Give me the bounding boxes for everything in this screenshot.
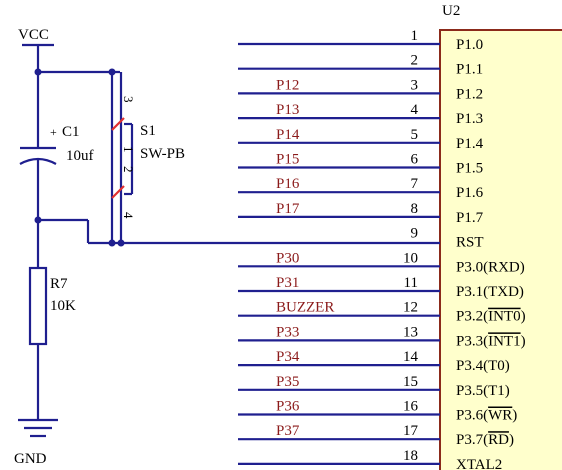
net-label: P12 (276, 77, 299, 93)
pin-number: 9 (411, 226, 419, 242)
net-label: P33 (276, 324, 299, 340)
net-label: P13 (276, 102, 299, 118)
pin-name: RST (456, 235, 484, 251)
capacitor-c1: + C1 10uf (19, 124, 94, 165)
switch-s1: 3 1 2 4 S1 SW-PB (108, 68, 185, 247)
pin-name: P3.5(T1) (456, 383, 510, 399)
ground-symbol: GND (14, 418, 58, 467)
resistor-r7: R7 10K (28, 266, 76, 346)
resistor-value: 10K (50, 298, 76, 314)
pin-number: 14 (403, 349, 419, 365)
switch-ref: S1 (140, 123, 156, 139)
net-label: P16 (276, 176, 300, 192)
pin-name: P1.2 (456, 86, 483, 102)
capacitor-plus: + (50, 125, 57, 139)
net-label: P31 (276, 275, 299, 291)
pin-number: 18 (403, 448, 418, 464)
pin-name: P1.1 (456, 62, 483, 78)
pin-number: 4 (411, 102, 419, 118)
pin-number: 1 (411, 28, 419, 44)
chip-ref: U2 (442, 3, 460, 19)
pin-name: P1.4 (456, 136, 484, 152)
pin-name: XTAL2 (456, 457, 502, 470)
pin-name: P3.0(RXD) (456, 259, 525, 275)
chip-body (439, 29, 562, 470)
switch-contact-upper (111, 117, 125, 131)
net-label: P30 (276, 250, 299, 266)
capacitor-value: 10uf (66, 148, 94, 164)
net-label: P17 (276, 201, 300, 217)
switch-junction-top (108, 68, 116, 76)
pin-name: P3.2(INT0) (456, 309, 526, 325)
resistor-ref: R7 (50, 276, 68, 292)
net-label: P15 (276, 152, 299, 168)
pin-number: 2 (411, 53, 419, 69)
switch-junction-bottom-right (117, 239, 125, 247)
net-label: BUZZER (276, 300, 334, 316)
net-label: P35 (276, 374, 299, 390)
pin-name: P3.3(INT1) (456, 333, 526, 349)
pin-number: 6 (411, 152, 419, 168)
pin-name: P1.3 (456, 111, 483, 127)
switch-value: SW-PB (140, 146, 185, 162)
pin-number: 11 (404, 275, 418, 291)
pin-name: P1.7 (456, 210, 484, 226)
resistor-body (28, 266, 48, 346)
switch-pin-4: 4 (121, 212, 136, 219)
pin-number: 8 (411, 201, 419, 217)
pin-name: P1.6 (456, 185, 484, 201)
pin-name: P3.6(WR) (456, 408, 517, 424)
pin-number: 17 (403, 423, 419, 439)
vcc-label: VCC (18, 27, 49, 43)
pin-number: 16 (403, 399, 419, 415)
switch-junction-bottom-left (108, 239, 116, 247)
pin-number: 12 (403, 300, 418, 316)
switch-pin-1: 1 (121, 146, 136, 153)
gnd-label: GND (14, 451, 47, 467)
vcc-junction (34, 68, 42, 76)
pin-number: 7 (411, 176, 419, 192)
pin-name: P3.7(RD) (456, 432, 514, 448)
pin-name: P3.1(TXD) (456, 284, 524, 300)
switch-contact-lower (111, 185, 125, 199)
pin-number: 5 (411, 127, 419, 143)
capacitor-ref: C1 (62, 124, 80, 140)
pin-number: 13 (403, 324, 418, 340)
net-label: P14 (276, 127, 300, 143)
net-label: P34 (276, 349, 300, 365)
pin-number: 10 (403, 250, 418, 266)
net-label: P36 (276, 399, 300, 415)
pin-name: P3.4(T0) (456, 358, 510, 374)
pin-name: P1.0 (456, 37, 483, 53)
switch-pin-3: 3 (121, 96, 136, 103)
capacitor-bottom-plate (19, 157, 57, 165)
switch-pin-2: 2 (121, 166, 136, 173)
pin-name: P1.5 (456, 161, 483, 177)
net-label: P37 (276, 423, 300, 439)
pin-number: 15 (403, 374, 418, 390)
pin-number: 3 (411, 77, 419, 93)
